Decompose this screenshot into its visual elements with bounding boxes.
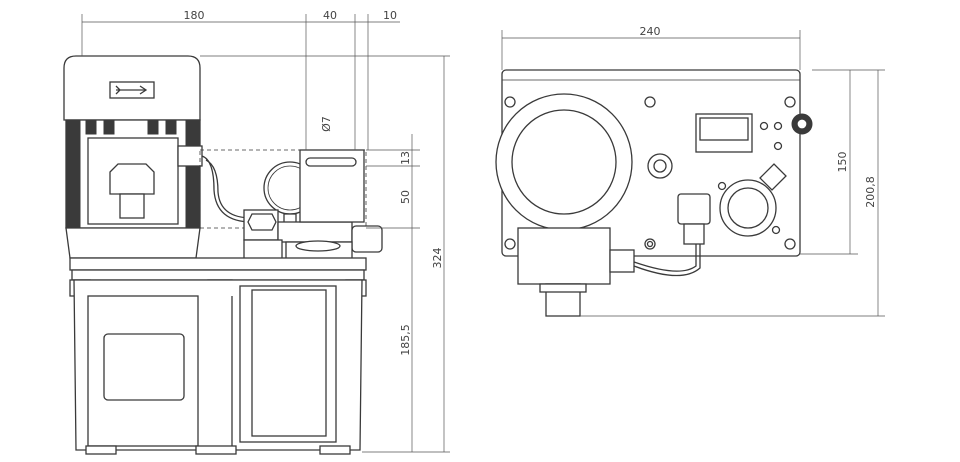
side-view bbox=[495, 69, 813, 317]
dim-40: 40 bbox=[323, 9, 337, 22]
front-view bbox=[63, 55, 383, 455]
motor-cable-inner bbox=[205, 159, 253, 219]
side-gauge-face bbox=[727, 187, 769, 229]
switch-screw bbox=[759, 121, 769, 131]
dim-240: 240 bbox=[640, 25, 661, 38]
motor-side-box bbox=[177, 145, 203, 167]
screw-icon bbox=[644, 96, 656, 108]
motor-flange bbox=[65, 227, 201, 259]
mounting-slot bbox=[305, 157, 357, 167]
side-cable-inner bbox=[633, 244, 701, 277]
arrow-icon bbox=[115, 85, 148, 95]
switch-screw bbox=[773, 121, 783, 131]
side-dimensions: 240 150 200,8 bbox=[501, 25, 885, 317]
screw-icon bbox=[504, 96, 516, 108]
filler-cap-top bbox=[295, 240, 341, 252]
dim-185-5: 185,5 bbox=[399, 324, 412, 356]
plug-body bbox=[683, 223, 705, 245]
sight-window bbox=[103, 333, 185, 401]
dim-diameter: Ø7 bbox=[320, 116, 333, 132]
screw-icon bbox=[504, 238, 516, 250]
plug-connector bbox=[677, 193, 711, 225]
hex-fitting-core bbox=[653, 159, 667, 173]
reservoir-lid bbox=[69, 257, 367, 271]
pressure-switch-cover bbox=[699, 117, 749, 141]
foot-left bbox=[85, 445, 117, 455]
dim-50: 50 bbox=[399, 190, 412, 204]
reservoir-rim bbox=[71, 269, 365, 281]
side-gland-nut bbox=[539, 283, 587, 293]
gauge-screw bbox=[771, 225, 781, 235]
motor-fan-cover bbox=[511, 109, 617, 215]
foot-right bbox=[319, 445, 351, 455]
dim-180: 180 bbox=[184, 9, 205, 22]
pump-block bbox=[277, 221, 353, 243]
front-dimensions: 180 40 10 Ø7 13 50 185,5 324 bbox=[81, 9, 450, 453]
side-connector bbox=[609, 249, 635, 273]
screw-center bbox=[646, 240, 654, 248]
dim-13: 13 bbox=[399, 151, 412, 165]
hidden-outline bbox=[199, 149, 367, 229]
gland-nut bbox=[119, 193, 145, 219]
level-window bbox=[251, 289, 327, 437]
dim-150: 150 bbox=[836, 152, 849, 173]
dim-200-8: 200,8 bbox=[864, 176, 877, 208]
dim-10: 10 bbox=[383, 9, 397, 22]
gauge-connector bbox=[759, 163, 787, 191]
side-cable bbox=[633, 244, 697, 272]
side-terminal-box bbox=[517, 227, 611, 285]
screw-icon bbox=[784, 96, 796, 108]
cable-gland bbox=[109, 163, 155, 195]
breather-cap-core bbox=[796, 118, 808, 130]
switch-screw bbox=[773, 141, 783, 151]
screw-icon bbox=[784, 238, 796, 250]
foot-middle bbox=[195, 445, 237, 455]
outlet-fitting bbox=[351, 225, 383, 253]
gauge-screw bbox=[717, 181, 727, 191]
dim-324: 324 bbox=[431, 248, 444, 269]
hex-nut bbox=[247, 213, 277, 231]
